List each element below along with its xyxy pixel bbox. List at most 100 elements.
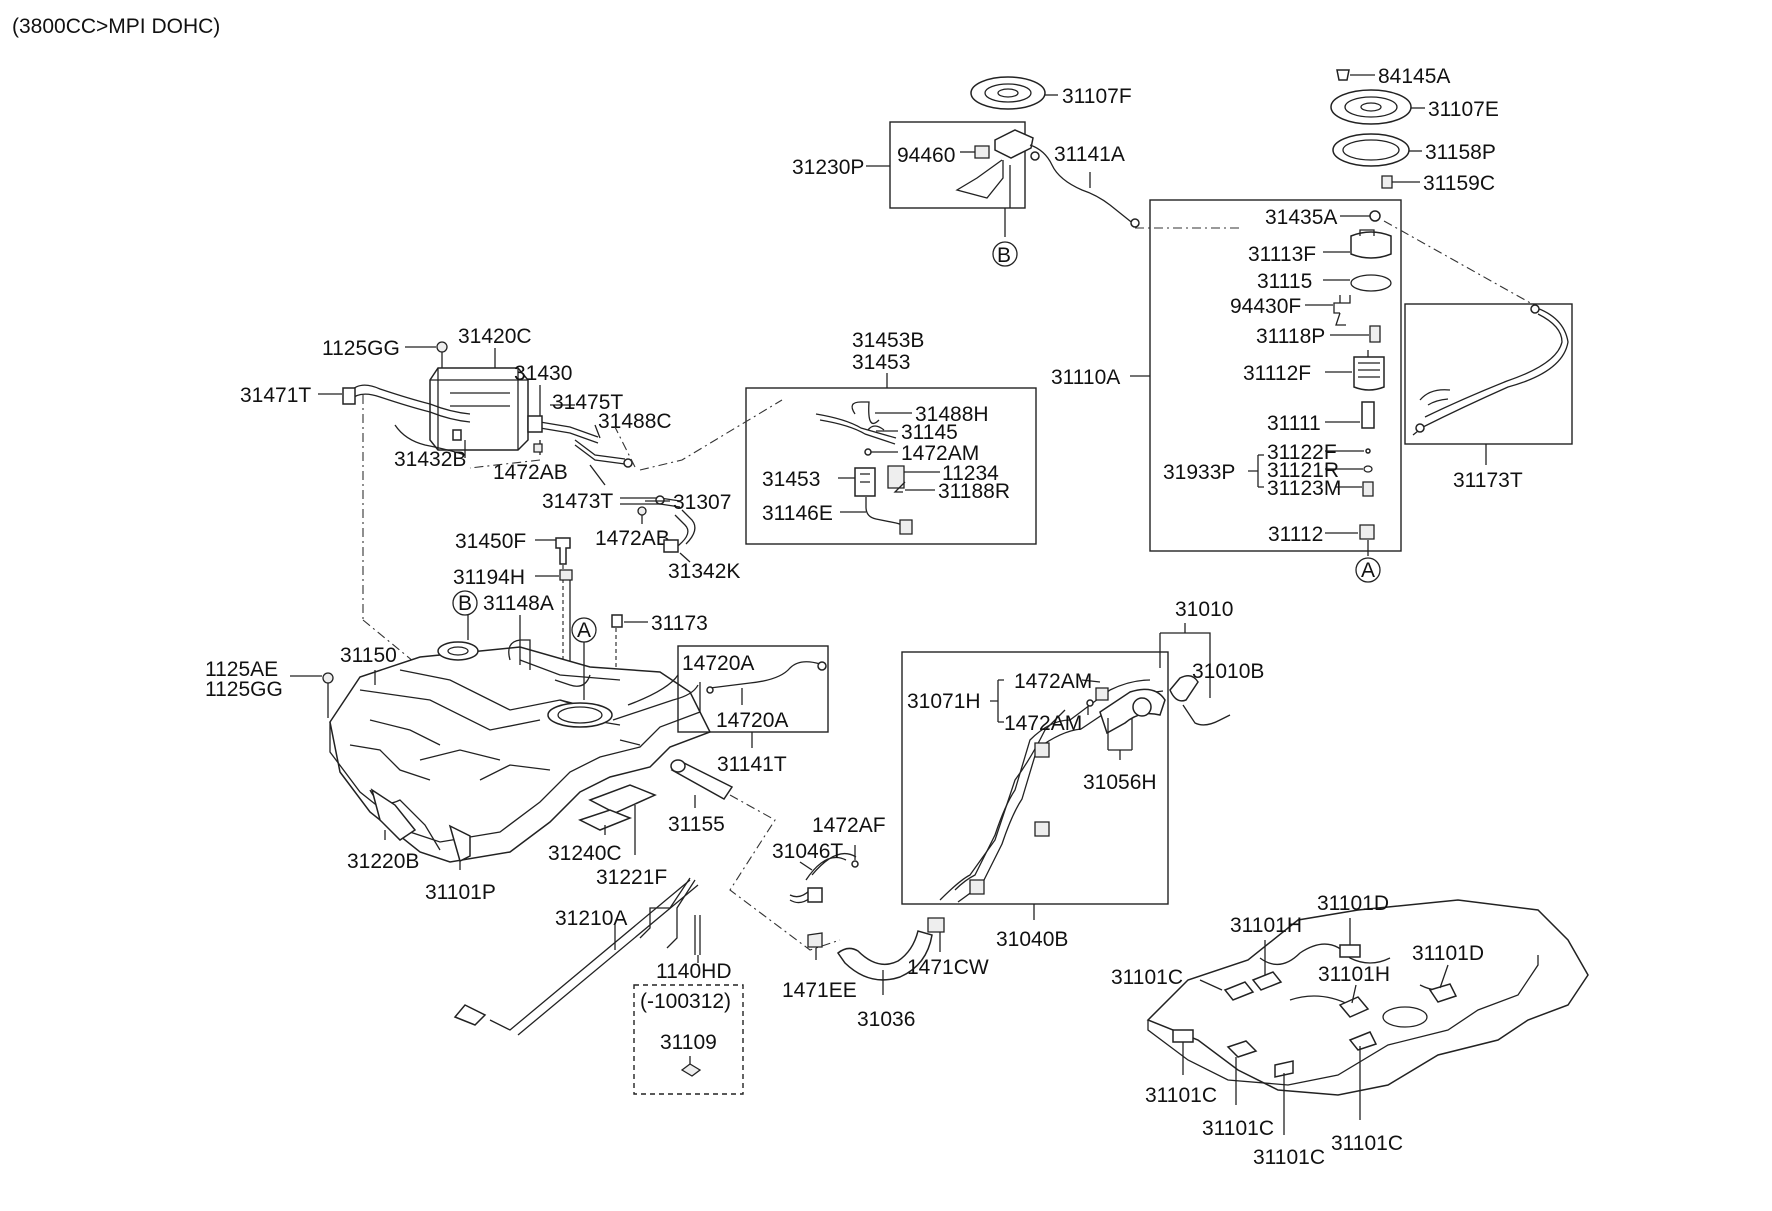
part-31109: 31109 (660, 1031, 717, 1054)
part-31112F: 31112F (1243, 362, 1311, 385)
part-31188R: 31188R (938, 480, 1010, 503)
part-31240C: 31240C (548, 842, 622, 865)
part-94460: 94460 (897, 144, 955, 167)
part-31420C: 31420C (458, 325, 532, 348)
part-1472AF: 1472AF (812, 814, 886, 837)
fuel-cap-group: 31010 31010B (1159, 598, 1264, 726)
part-84145A: 84145A (1378, 65, 1450, 88)
ref-a-tank: A (577, 619, 591, 642)
part-31488H: 31488H (915, 403, 989, 426)
part-31101D-b: 31101D (1412, 942, 1484, 965)
part-31101P: 31101P (425, 881, 496, 904)
part-31123M: 31123M (1267, 477, 1341, 500)
part-31453-top: 31453 (852, 351, 910, 374)
part-31159C: 31159C (1423, 172, 1495, 195)
part-1472AM-b: 1472AM (1014, 670, 1092, 693)
part-31121R: 31121R (1267, 459, 1339, 482)
part-31101C-c: 31101C (1202, 1117, 1274, 1140)
part-31194H: 31194H (453, 566, 525, 589)
part-1125GG-b: 1125GG (205, 678, 283, 701)
fuel-tank-group: B 31148A A 1125AE 1125GG 31150 31220B 31… (205, 590, 712, 904)
part-31118P: 31118P (1256, 325, 1325, 348)
part-1472AM-c: 1472AM (1004, 712, 1082, 735)
part-31036: 31036 (857, 1008, 915, 1031)
part-31488C: 31488C (598, 410, 672, 433)
part-14720A-a: 14720A (682, 652, 754, 675)
part-31450F: 31450F (455, 530, 526, 553)
part-31101C-a: 31101C (1111, 966, 1183, 989)
part-31107F: 31107F (1062, 85, 1132, 108)
part-31101D-a: 31101D (1317, 892, 1389, 915)
part-31115: 31115 (1257, 270, 1312, 293)
part-31430: 31430 (514, 362, 572, 385)
part-100312: (-100312) (640, 990, 731, 1013)
part-1472AM-a: 1472AM (901, 442, 979, 465)
part-31145: 31145 (901, 421, 958, 444)
engine-note: (3800CC>MPI DOHC) (12, 15, 220, 38)
part-31101C-e: 31101C (1331, 1132, 1403, 1155)
part-31173: 31173 (651, 612, 708, 635)
canister-group: 1125GG 31420C 31430 31471T 31475T 31488C… (240, 325, 740, 583)
part-31141T: 31141T (717, 753, 787, 776)
pump-plate-seals: 84145A 31107E 31158P 31159C (1330, 65, 1499, 195)
part-31010B: 31010B (1192, 660, 1264, 683)
filler-neck-parts: 31155 31210A 1140HD (-100312) 31109 1472… (453, 759, 989, 1095)
part-31453-in: 31453 (762, 468, 820, 491)
ref-a-right: A (1361, 559, 1375, 582)
part-31101C-d: 31101C (1253, 1146, 1325, 1169)
part-1471EE: 1471EE (782, 979, 857, 1002)
part-1125GG-a: 1125GG (322, 337, 400, 360)
part-31146E: 31146E (762, 502, 833, 525)
part-31150: 31150 (340, 644, 397, 667)
part-31113F: 31113F (1248, 243, 1316, 266)
part-1471CW: 1471CW (907, 956, 989, 979)
part-31307: 31307 (673, 491, 731, 514)
part-31112: 31112 (1268, 523, 1323, 546)
part-31475T: 31475T (552, 391, 623, 414)
part-1140HD: 1140HD (656, 960, 732, 983)
part-31056H: 31056H (1083, 771, 1157, 794)
part-31101H-b: 31101H (1318, 963, 1390, 986)
part-31435A: 31435A (1265, 206, 1337, 229)
part-1472AB-b: 1472AB (595, 527, 670, 550)
part-31040B: 31040B (996, 928, 1068, 951)
vent-hose-group: 14720A 14720A 31141T (627, 645, 829, 776)
fuel-pump-module-group: 31110A 31435A 31113F 31115 94430F 31118P… (1051, 199, 1402, 583)
part-31046T: 31046T (772, 840, 843, 863)
part-31342K: 31342K (668, 560, 740, 583)
part-31110A: 31110A (1051, 366, 1120, 389)
part-14720A-b: 14720A (716, 709, 788, 732)
part-1125AE: 1125AE (205, 658, 278, 681)
part-31473T: 31473T (542, 490, 613, 513)
fuel-feed-tube-group: 31173T (1383, 220, 1573, 492)
part-31101C-b: 31101C (1145, 1084, 1217, 1107)
part-31158P: 31158P (1425, 141, 1496, 164)
part-31220B: 31220B (347, 850, 419, 873)
part-31107E: 31107E (1428, 98, 1499, 121)
part-31471T: 31471T (240, 384, 311, 407)
part-11234: 11234 (942, 462, 999, 485)
part-31221F: 31221F (596, 866, 667, 889)
part-31141A: 31141A (1054, 143, 1125, 166)
part-94430F: 94430F (1230, 295, 1301, 318)
part-31155: 31155 (668, 813, 725, 836)
part-1472AB-a: 1472AB (493, 461, 568, 484)
part-31432B: 31432B (394, 448, 466, 471)
ref-b-top: B (997, 244, 1011, 267)
filler-pipe-group: 1472AM 31071H 1472AM 31056H 31040B (901, 651, 1169, 951)
part-31010: 31010 (1175, 598, 1233, 621)
part-31148A: 31148A (483, 592, 554, 615)
fuel-sender-plate-group: 31107F 31230P 94460 31141A B (792, 76, 1140, 267)
part-31933P: 31933P (1163, 461, 1235, 484)
vapor-valve-group: 31453B 31453 31488H 31145 1472AM 31453 1… (639, 329, 1037, 545)
part-31173T: 31173T (1453, 469, 1523, 492)
part-31122F: 31122F (1267, 441, 1337, 464)
ref-b-tank: B (458, 592, 472, 615)
tank-protector-group: 31101H 31101D 31101D 31101C 31101H 31101… (1111, 892, 1589, 1169)
part-31453B: 31453B (852, 329, 924, 352)
part-31230P: 31230P (792, 156, 864, 179)
part-31111: 31111 (1267, 412, 1321, 435)
part-31210A: 31210A (555, 907, 627, 930)
part-31071H: 31071H (907, 690, 981, 713)
